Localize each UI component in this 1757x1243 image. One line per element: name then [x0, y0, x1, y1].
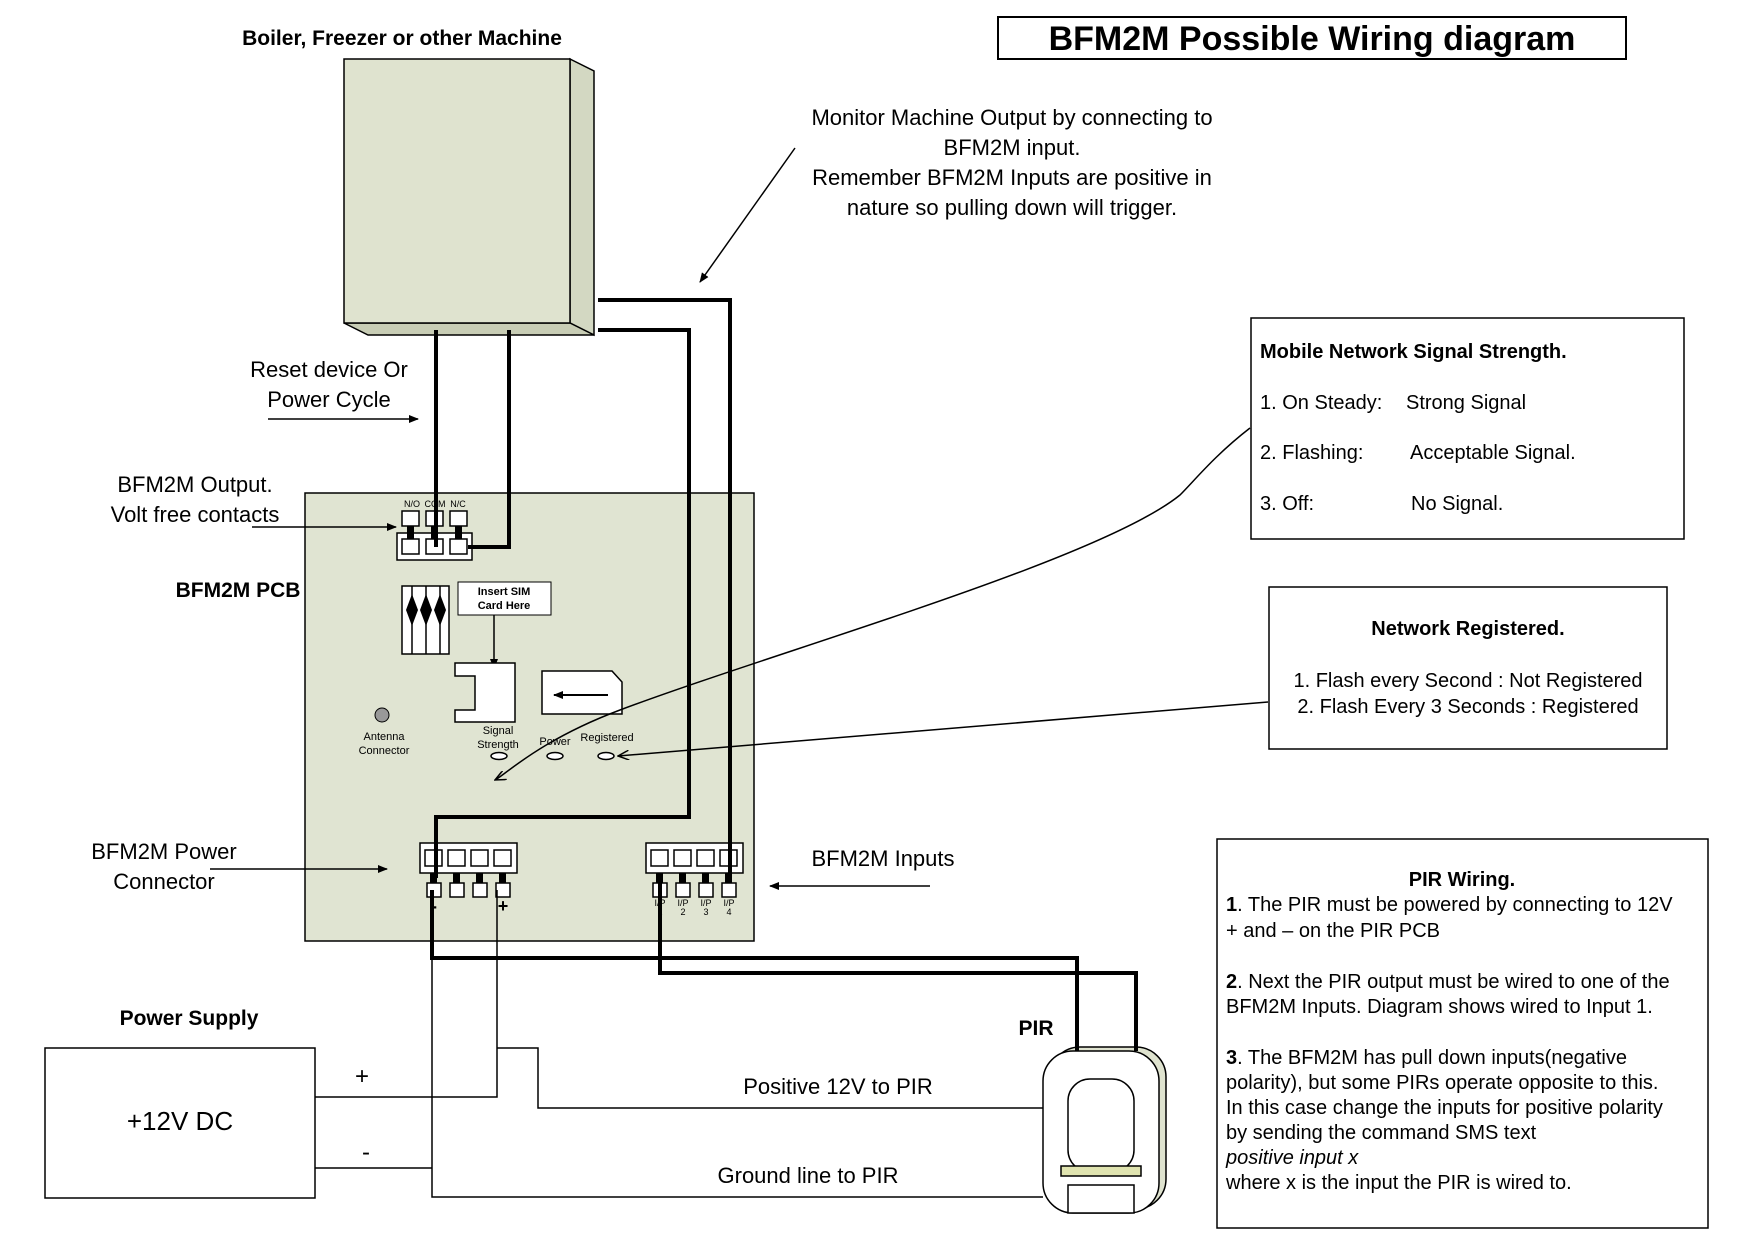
- network-row-2: 2. Flash Every 3 Seconds : Registered: [1297, 696, 1638, 718]
- title-box: BFM2M Possible Wiring diagram: [997, 16, 1627, 60]
- signal-label-line-2: Strength: [477, 739, 519, 751]
- input-pin-3-b: 3: [703, 907, 708, 917]
- page-title: BFM2M Possible Wiring diagram: [1049, 20, 1576, 58]
- input-pin-4-b: 4: [726, 907, 731, 917]
- output-note: BFM2M Output. Volt free contacts: [111, 472, 397, 531]
- input-pin-2-a: I/P: [677, 898, 688, 908]
- reset-note-line-1: Reset device Or: [250, 357, 408, 382]
- sim-area: Insert SIM Card Here: [454, 581, 623, 723]
- sim-label-line-1: Insert SIM: [478, 586, 531, 598]
- signal-row-1-value: Strong Signal: [1406, 392, 1526, 414]
- reset-note: Reset device Or Power Cycle: [250, 357, 419, 423]
- registered-led: [597, 751, 615, 761]
- led-group: Signal Strength Power Registered: [477, 725, 634, 761]
- pir-sms-command: positive input x: [1225, 1147, 1359, 1169]
- antenna-label-line-2: Connector: [359, 745, 410, 757]
- input-pin-4-a: I/P: [723, 898, 734, 908]
- power-plus-label: +: [498, 896, 509, 916]
- pir-wiring-box: PIR Wiring. 1. The PIR must be powered b…: [1216, 838, 1709, 1229]
- pir-para-2-line-2: BFM2M Inputs. Diagram shows wired to Inp…: [1226, 996, 1653, 1018]
- machine: Boiler, Freezer or other Machine: [242, 27, 595, 337]
- power-supply-value: +12V DC: [127, 1106, 233, 1136]
- sim-slot: [454, 662, 516, 723]
- pir-para-3-line-4: by sending the command SMS text: [1226, 1122, 1537, 1144]
- power-supply-label: Power Supply: [120, 1007, 259, 1030]
- power-supply: Power Supply +12V DC + -: [44, 1007, 370, 1199]
- antenna-connector: Antenna Connector: [359, 707, 410, 757]
- power-connector-note: BFM2M Power Connector: [91, 839, 388, 894]
- antenna-chip: [401, 585, 450, 655]
- pir-box-title: PIR Wiring.: [1409, 869, 1515, 891]
- antenna-label-line-1: Antenna: [364, 731, 406, 743]
- input-pin-3-a: I/P: [700, 898, 711, 908]
- pir-para-1-line-2: + and – on the PIR PCB: [1226, 920, 1440, 942]
- sim-card: [541, 670, 623, 715]
- signal-box-title: Mobile Network Signal Strength.: [1260, 341, 1567, 363]
- pir-para-3-line-3: In this case change the inputs for posit…: [1226, 1097, 1663, 1119]
- relay-pin-no: N/O: [404, 499, 420, 509]
- pir-device: PIR: [1018, 1017, 1167, 1214]
- ground-wire-label: Ground line to PIR: [718, 1163, 899, 1188]
- network-box-title: Network Registered.: [1371, 618, 1564, 640]
- signal-label-line-1: Signal: [483, 725, 514, 737]
- monitor-note-line-4: nature so pulling down will trigger.: [847, 195, 1177, 220]
- power-connector-note-line-2: Connector: [113, 869, 215, 894]
- pir-para-3-end: where x is the input the PIR is wired to…: [1225, 1172, 1572, 1194]
- pir-para-1-line-1: 1. The PIR must be powered by connecting…: [1226, 894, 1673, 916]
- monitor-note-line-3: Remember BFM2M Inputs are positive in: [812, 165, 1212, 190]
- power-led: [546, 751, 564, 761]
- inputs-note-label: BFM2M Inputs: [811, 846, 954, 871]
- bfm2m-pcb: BFM2M PCB N/O COM N/C: [176, 492, 755, 942]
- power-supply-minus: -: [362, 1139, 370, 1166]
- pir-para-3-line-2: polarity), but some PIRs operate opposit…: [1226, 1072, 1658, 1094]
- signal-row-3-value: No Signal.: [1411, 493, 1503, 515]
- pir-para-3-line-1: 3. The BFM2M has pull down inputs(negati…: [1226, 1047, 1627, 1069]
- machine-label: Boiler, Freezer or other Machine: [242, 27, 562, 50]
- signal-row-2-value: Acceptable Signal.: [1410, 442, 1576, 464]
- pir-label: PIR: [1018, 1017, 1053, 1040]
- network-registered-box: Network Registered. 1. Flash every Secon…: [1268, 586, 1668, 750]
- signal-row-3-key: 3. Off:: [1260, 493, 1314, 515]
- wires: [315, 298, 1138, 1198]
- signal-row-2-key: 2. Flashing:: [1260, 442, 1363, 464]
- signal-led: [490, 751, 508, 761]
- power-connector-note-line-1: BFM2M Power: [91, 839, 236, 864]
- network-callout-line: [618, 701, 1269, 756]
- relay-pin-nc: N/C: [450, 499, 466, 509]
- positive-wire-label: Positive 12V to PIR: [743, 1074, 933, 1099]
- signal-row-1-key: 1. On Steady:: [1260, 392, 1382, 414]
- inputs-note: BFM2M Inputs: [769, 846, 955, 890]
- output-note-line-1: BFM2M Output.: [117, 472, 272, 497]
- reset-note-line-2: Power Cycle: [267, 387, 390, 412]
- registered-led-label: Registered: [580, 732, 633, 744]
- monitor-note-line-1: Monitor Machine Output by connecting to: [811, 105, 1212, 130]
- input-pin-2-b: 2: [680, 907, 685, 917]
- output-note-line-2: Volt free contacts: [111, 502, 280, 527]
- signal-callout-line: [495, 427, 1251, 780]
- signal-strength-box: Mobile Network Signal Strength. 1. On St…: [1250, 317, 1685, 540]
- power-supply-plus: +: [355, 1063, 369, 1090]
- monitor-arrow: [699, 147, 796, 283]
- sim-label-line-2: Card Here: [478, 600, 531, 612]
- network-row-1: 1. Flash every Second : Not Registered: [1293, 670, 1642, 692]
- monitor-note-line-2: BFM2M input.: [944, 135, 1081, 160]
- monitor-note: Monitor Machine Output by connecting to …: [699, 105, 1213, 283]
- pir-para-2-line-1: 2. Next the PIR output must be wired to …: [1226, 971, 1670, 993]
- pcb-label: BFM2M PCB: [176, 579, 301, 602]
